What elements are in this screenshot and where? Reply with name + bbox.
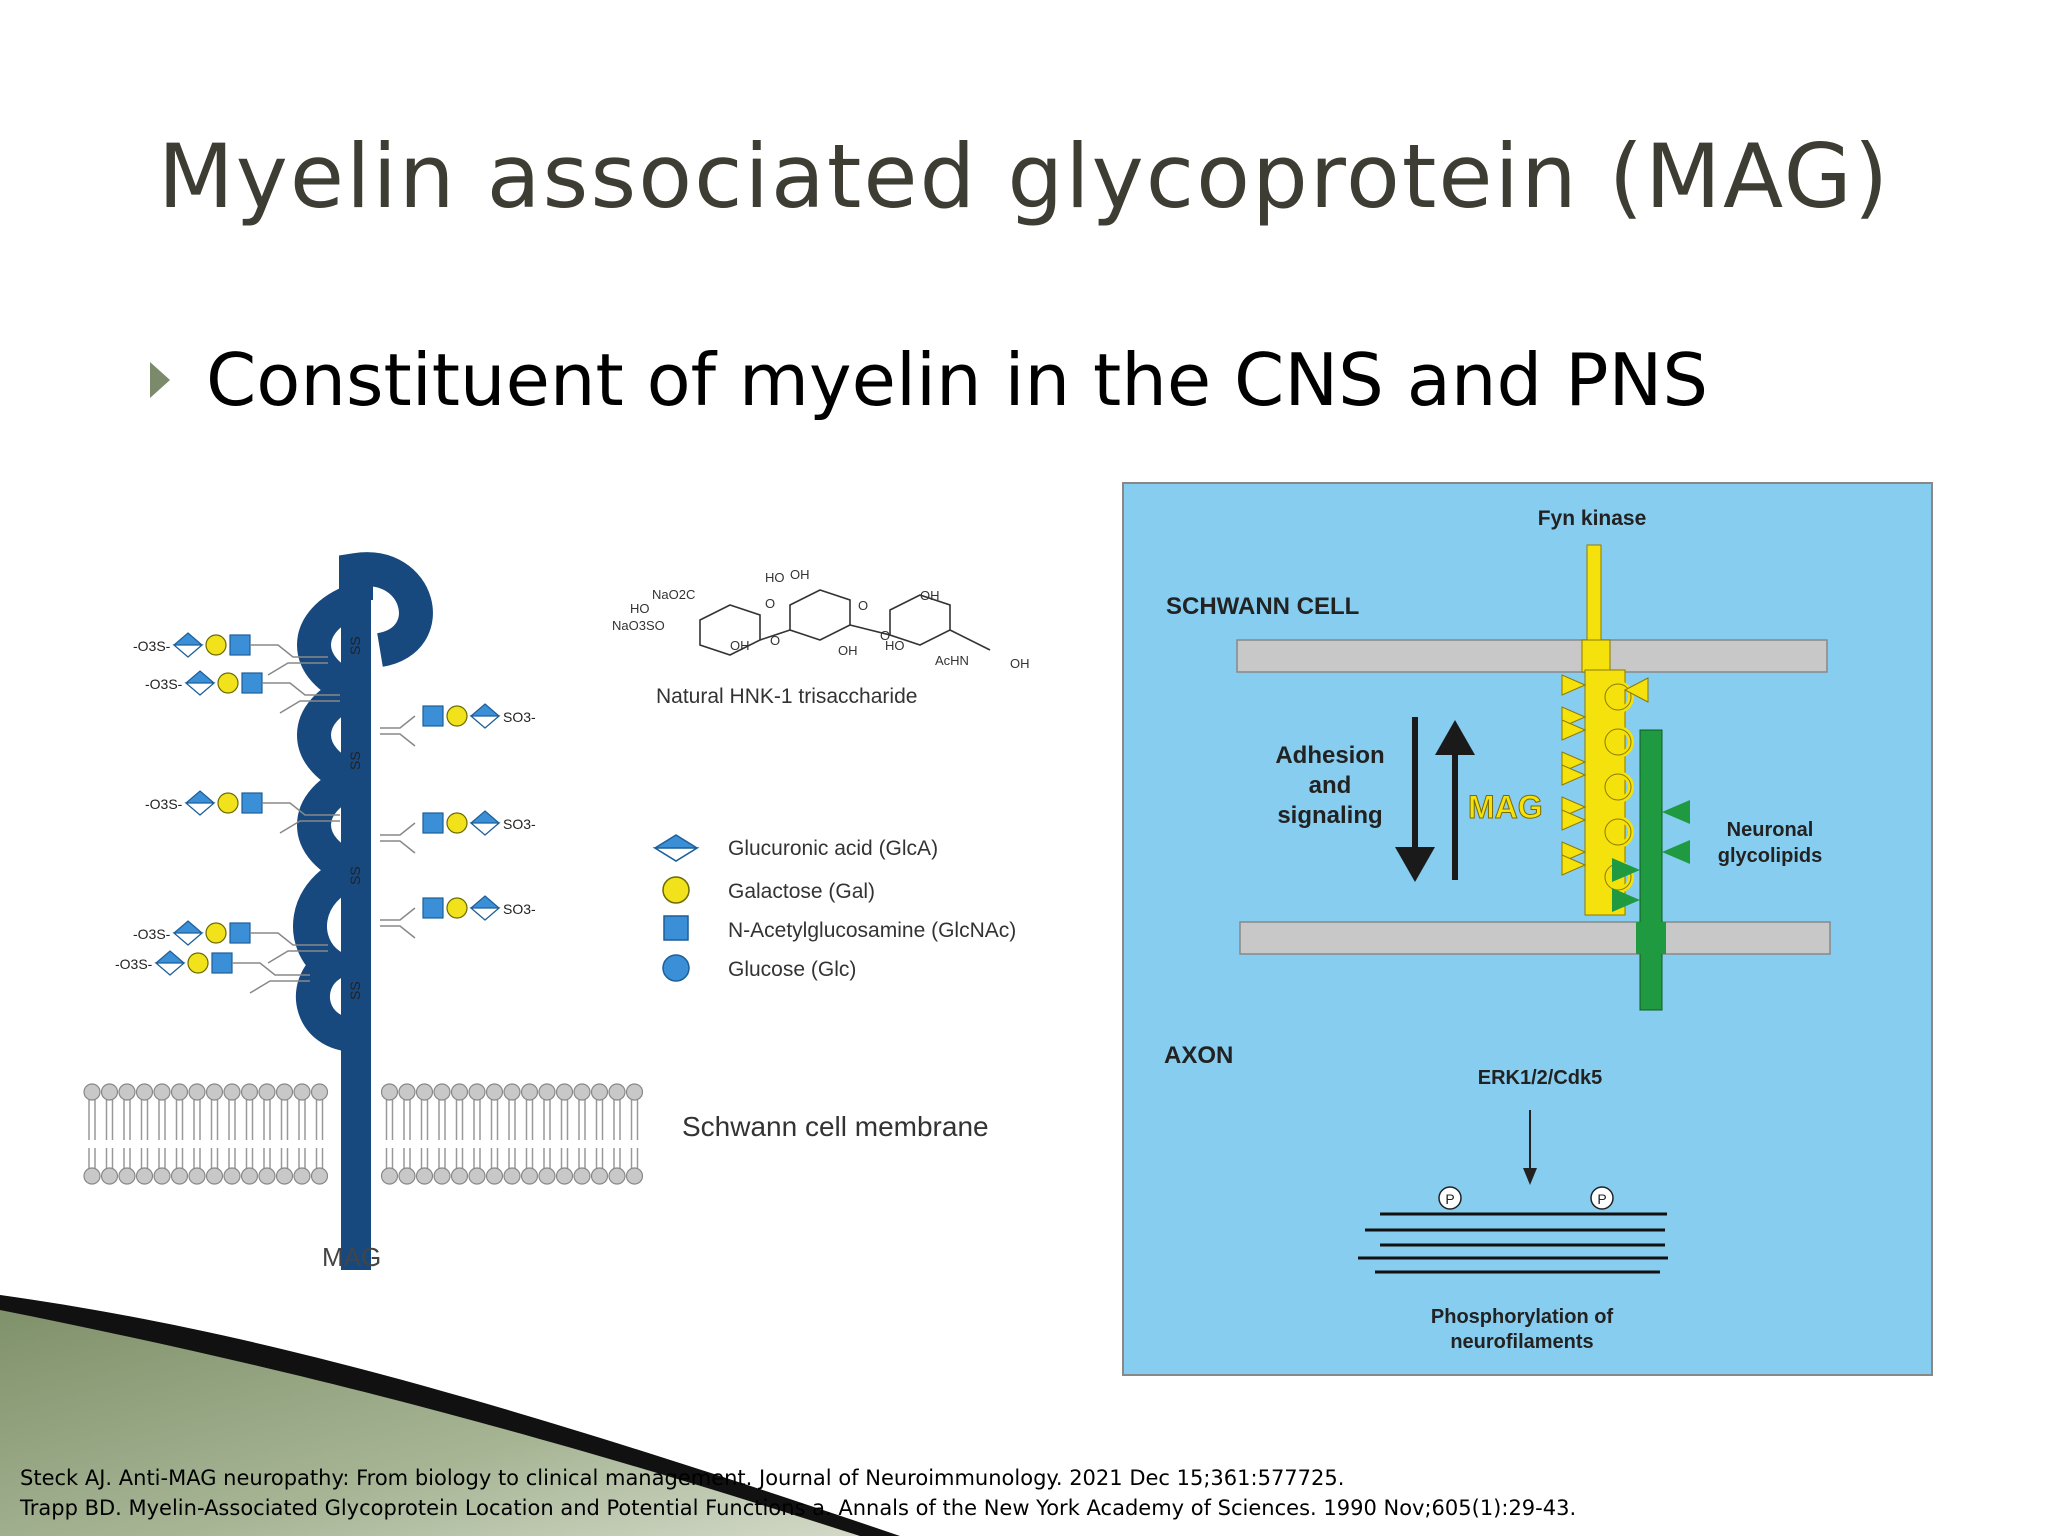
glycan-legend: Glucuronic acid (GlcA) Galactose (Gal) N… bbox=[652, 834, 1016, 982]
glycolipids-label: Neuronal bbox=[1727, 819, 1814, 841]
neurofilaments bbox=[1358, 1212, 1668, 1274]
svg-text:-O3S-: -O3S- bbox=[133, 926, 171, 942]
svg-text:AcHN: AcHN bbox=[935, 653, 969, 668]
svg-text:P: P bbox=[1445, 1191, 1454, 1207]
svg-text:O: O bbox=[765, 596, 775, 611]
reference-2: Trapp BD. Myelin-Associated Glycoprotein… bbox=[20, 1496, 1577, 1520]
svg-text:OH: OH bbox=[1010, 656, 1030, 671]
mag-label: MAG bbox=[1468, 789, 1543, 825]
legend-label: Glucuronic acid (GlcA) bbox=[728, 837, 938, 860]
svg-text:OH: OH bbox=[838, 643, 858, 658]
bullet-item: Constituent of myelin in the CNS and PNS bbox=[150, 330, 1708, 430]
axon-membrane bbox=[1239, 921, 1831, 955]
svg-text:HO: HO bbox=[630, 601, 650, 616]
legend-item-glc: Glucose (Glc) bbox=[662, 954, 856, 982]
ss-label: SS bbox=[347, 866, 363, 885]
fyn-kinase-label: Fyn kinase bbox=[1538, 507, 1647, 530]
svg-text:O: O bbox=[858, 598, 868, 613]
phospho-icon bbox=[1590, 1186, 1614, 1210]
blue-circle-icon bbox=[662, 954, 690, 982]
phosphorylation-label: Phosphorylation of bbox=[1431, 1306, 1614, 1328]
svg-text:-O3S-: -O3S- bbox=[133, 638, 171, 654]
square-icon bbox=[663, 915, 689, 941]
adhesion-label: and bbox=[1309, 772, 1352, 799]
svg-text:O: O bbox=[770, 633, 780, 648]
svg-text:NaO3SO: NaO3SO bbox=[612, 618, 665, 633]
svg-text:HO: HO bbox=[765, 570, 785, 585]
disulfide-labels: SS SS SS SS bbox=[347, 636, 363, 1000]
membrane-label: Schwann cell membrane bbox=[682, 1111, 989, 1142]
circle-icon bbox=[662, 876, 690, 904]
ss-label: SS bbox=[347, 981, 363, 1000]
phospho-icon bbox=[1438, 1186, 1462, 1210]
trisaccharide-caption: Natural HNK-1 trisaccharide bbox=[656, 685, 917, 708]
svg-text:SO3-: SO3- bbox=[503, 709, 536, 725]
erk-label: ERK1/2/Cdk5 bbox=[1478, 1067, 1603, 1089]
glycan-chains: -O3S- -O3S- -O3S- -O3S- -O3S- SO3- SO3- SO3- bbox=[115, 632, 536, 994]
phospho-markers: P P bbox=[1438, 1186, 1614, 1210]
svg-text:O: O bbox=[880, 628, 890, 643]
adhesion-label: signaling bbox=[1277, 802, 1382, 829]
legend-label: N-Acetylglucosamine (GlcNAc) bbox=[728, 919, 1016, 942]
reference-1: Steck AJ. Anti-MAG neuropathy: From biol… bbox=[20, 1466, 1345, 1490]
ss-label: SS bbox=[347, 636, 363, 655]
svg-text:-O3S-: -O3S- bbox=[145, 796, 183, 812]
neuronal-glycolipid bbox=[1612, 729, 1690, 1011]
svg-text:P: P bbox=[1597, 1191, 1606, 1207]
legend-label: Glucose (Glc) bbox=[728, 958, 856, 981]
legend-item-gal: Galactose (Gal) bbox=[662, 876, 875, 904]
legend-item-glcA: Glucuronic acid (GlcA) bbox=[652, 834, 938, 862]
schwann-membrane bbox=[1236, 639, 1828, 673]
bullet-text: Constituent of myelin in the CNS and PNS bbox=[206, 338, 1709, 422]
svg-text:SO3-: SO3- bbox=[503, 901, 536, 917]
ss-label: SS bbox=[347, 751, 363, 770]
legend-label: Galactose (Gal) bbox=[728, 880, 875, 903]
hnk1-chemical-structure bbox=[699, 589, 991, 656]
schwann-cell-label: SCHWANN CELL bbox=[1166, 593, 1359, 620]
svg-text:OH: OH bbox=[730, 638, 750, 653]
bidirectional-arrows bbox=[1395, 717, 1475, 882]
svg-text:-O3S-: -O3S- bbox=[145, 676, 183, 692]
svg-text:NaO2C: NaO2C bbox=[652, 587, 695, 602]
adhesion-label: Adhesion bbox=[1275, 742, 1384, 769]
mag-protein bbox=[293, 552, 433, 1270]
axon-label: AXON bbox=[1164, 1042, 1233, 1069]
svg-text:SO3-: SO3- bbox=[503, 816, 536, 832]
lipid-bilayer bbox=[83, 1083, 644, 1185]
legend-item-glcnac: N-Acetylglucosamine (GlcNAc) bbox=[663, 915, 1016, 942]
phosphorylation-label: neurofilaments bbox=[1450, 1331, 1593, 1353]
svg-text:OH: OH bbox=[920, 588, 940, 603]
svg-text:OH: OH bbox=[790, 567, 810, 582]
mag-protein-label: MAG bbox=[322, 1242, 381, 1272]
glycolipids-label: glycolipids bbox=[1718, 845, 1822, 867]
bullet-arrow-icon bbox=[150, 362, 170, 398]
svg-text:-O3S-: -O3S- bbox=[115, 956, 153, 972]
slide-title: Myelin associated glycoprotein (MAG) bbox=[157, 125, 1891, 228]
svg-text:HO: HO bbox=[885, 638, 905, 653]
